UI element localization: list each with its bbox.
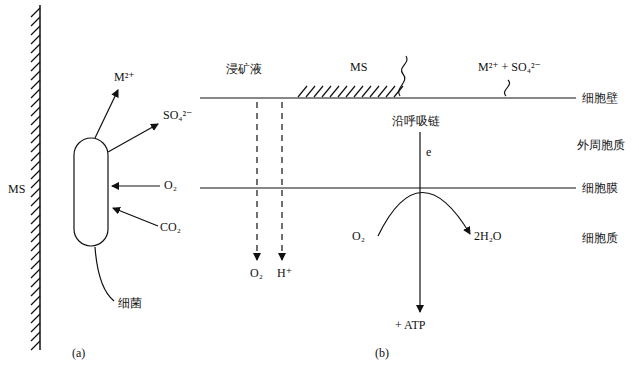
hatch-stroke bbox=[31, 107, 40, 116]
hatch-stroke bbox=[31, 125, 40, 134]
hatch-stroke bbox=[378, 86, 387, 97]
hatch-stroke bbox=[31, 17, 40, 26]
hatch-stroke bbox=[31, 161, 40, 170]
hatch-stroke bbox=[362, 86, 371, 97]
leader-line bbox=[95, 247, 114, 301]
hatch-stroke bbox=[31, 134, 40, 143]
reaction-arrow bbox=[378, 192, 470, 236]
reactant-label: O₂ bbox=[352, 229, 365, 243]
hatch-stroke bbox=[370, 86, 379, 97]
dashed-arrow bbox=[281, 102, 282, 260]
hatch-stroke bbox=[31, 296, 40, 305]
layer-label: 细胞壁 bbox=[582, 91, 618, 105]
product-label: M²⁺ + SO₄²⁻ bbox=[478, 60, 541, 74]
ion-label: SO₄²⁻ bbox=[163, 108, 192, 122]
gas-label: O₂ bbox=[250, 266, 263, 280]
hatch-stroke bbox=[338, 86, 347, 97]
hatch-stroke bbox=[31, 278, 40, 287]
hatch-stroke bbox=[31, 233, 40, 242]
hatch-stroke bbox=[346, 86, 355, 97]
hatch-stroke bbox=[31, 179, 40, 188]
hatch-stroke bbox=[31, 26, 40, 35]
panel-label: (a) bbox=[72, 346, 85, 360]
hatching bbox=[298, 86, 403, 97]
hatch-stroke bbox=[314, 86, 323, 97]
gas-label: CO₂ bbox=[160, 220, 181, 234]
energy-label: + ATP bbox=[395, 318, 425, 332]
product-label: 2H₂O bbox=[474, 229, 502, 243]
mineral-surface bbox=[39, 5, 41, 350]
hatch-stroke bbox=[31, 170, 40, 179]
hatch-stroke bbox=[31, 332, 40, 341]
bacterium-label: 细菌 bbox=[118, 296, 142, 310]
hatch-stroke bbox=[31, 71, 40, 80]
pathway-label: 沿呼吸链 bbox=[392, 114, 440, 128]
hatch-stroke bbox=[31, 80, 40, 89]
hatch-stroke bbox=[31, 89, 40, 98]
hatch-stroke bbox=[330, 86, 339, 97]
hatch-stroke bbox=[31, 44, 40, 53]
cell-wall-line bbox=[200, 97, 576, 98]
panel-label: (b) bbox=[375, 346, 389, 360]
hatch-stroke bbox=[31, 269, 40, 278]
hatch-stroke bbox=[298, 86, 307, 97]
solution-label: 浸矿液 bbox=[226, 62, 262, 76]
ion-label: M²⁺ bbox=[114, 70, 135, 84]
wavy-line bbox=[399, 56, 407, 96]
hatch-stroke bbox=[31, 341, 40, 350]
hatch-stroke bbox=[31, 188, 40, 197]
hatch-stroke bbox=[31, 206, 40, 215]
hatch-stroke bbox=[31, 215, 40, 224]
arrow bbox=[95, 90, 118, 138]
hatch-stroke bbox=[322, 86, 331, 97]
hatch-stroke bbox=[31, 260, 40, 269]
mineral-label: MS bbox=[350, 60, 367, 74]
dashed-arrow bbox=[256, 102, 257, 260]
hatch-stroke bbox=[31, 53, 40, 62]
hatch-stroke bbox=[31, 152, 40, 161]
hatch-stroke bbox=[31, 197, 40, 206]
arrow bbox=[112, 185, 160, 186]
wavy-line bbox=[504, 80, 509, 96]
hatch-stroke bbox=[31, 287, 40, 296]
hatch-stroke bbox=[31, 224, 40, 233]
hatching bbox=[31, 8, 40, 350]
hatch-stroke bbox=[31, 143, 40, 152]
layer-label: 外周胞质 bbox=[577, 138, 625, 152]
layer-label: 细胞质 bbox=[582, 231, 618, 245]
hatch-stroke bbox=[31, 251, 40, 260]
arrow bbox=[108, 124, 158, 152]
hatch-stroke bbox=[31, 314, 40, 323]
hatch-stroke bbox=[386, 86, 395, 97]
cell-membrane-line bbox=[200, 187, 576, 188]
hatch-stroke bbox=[31, 305, 40, 314]
layer-label: 细胞膜 bbox=[582, 181, 618, 195]
hatch-stroke bbox=[31, 62, 40, 71]
hatch-stroke bbox=[31, 8, 40, 17]
arrow bbox=[113, 208, 158, 226]
hatch-stroke bbox=[354, 86, 363, 97]
bacterium bbox=[74, 138, 108, 246]
mineral-label: MS bbox=[8, 182, 25, 196]
ion-label: H⁺ bbox=[277, 266, 292, 280]
gas-label: O₂ bbox=[164, 178, 177, 192]
hatch-stroke bbox=[31, 35, 40, 44]
hatch-stroke bbox=[31, 116, 40, 125]
hatch-stroke bbox=[31, 242, 40, 251]
hatch-stroke bbox=[31, 323, 40, 332]
electron-label: e bbox=[426, 145, 431, 159]
electron-arrow bbox=[419, 132, 420, 312]
hatch-stroke bbox=[31, 98, 40, 107]
hatch-stroke bbox=[306, 86, 315, 97]
